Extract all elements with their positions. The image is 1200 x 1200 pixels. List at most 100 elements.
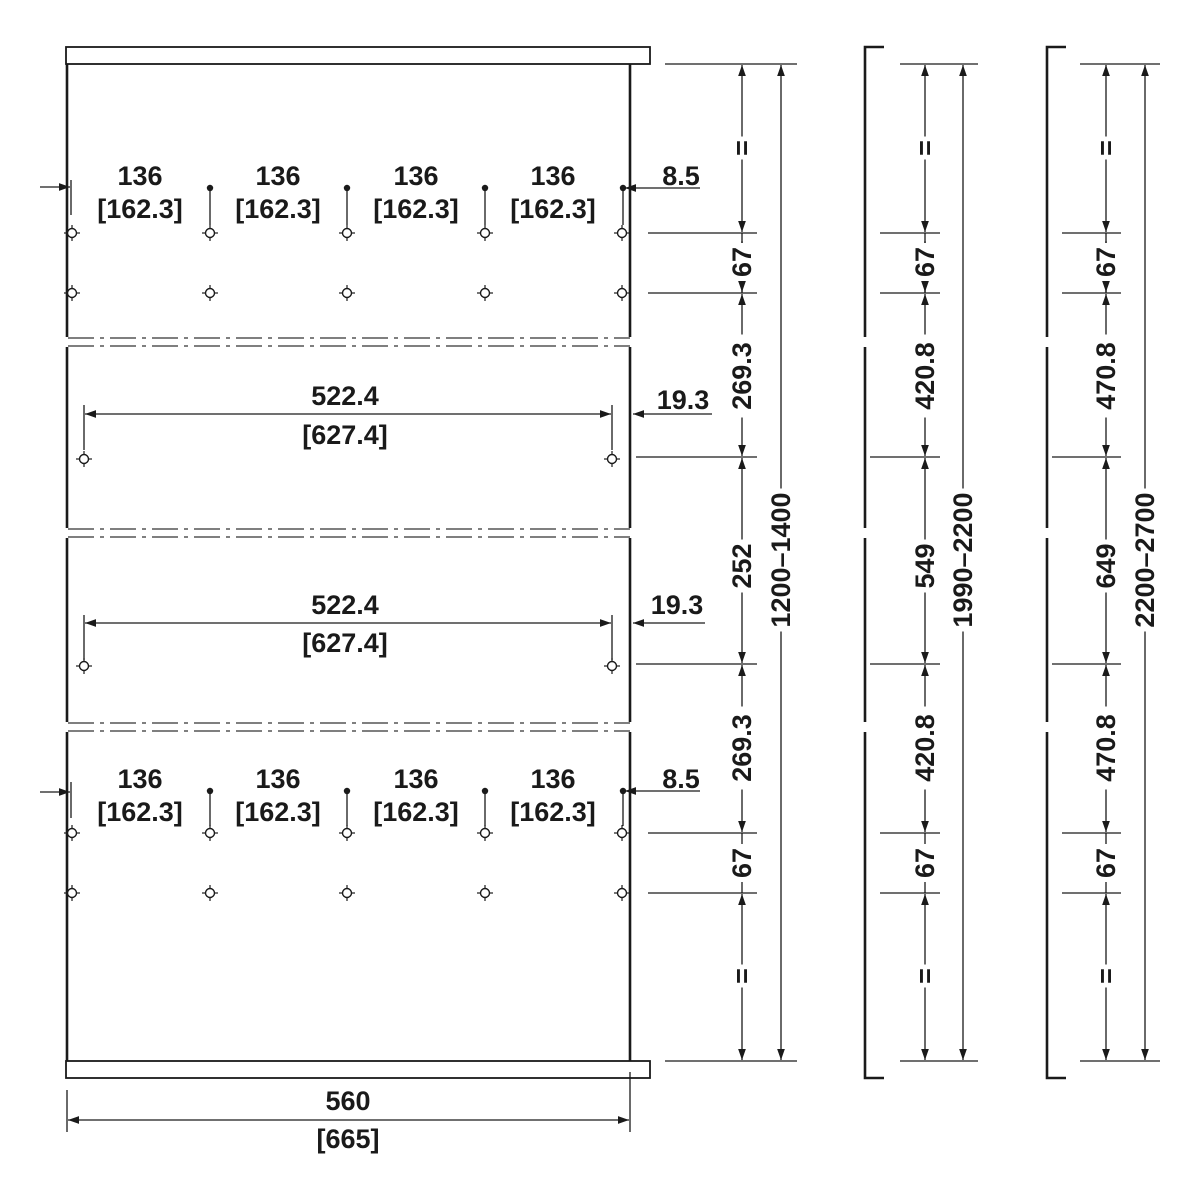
drill-hole [202, 825, 218, 841]
cabinet-outline-2 [863, 45, 884, 1080]
middle-lower-drill-holes [76, 658, 620, 674]
top-drill-holes [64, 225, 630, 301]
hole-pitch-top-label: 67 [910, 243, 940, 281]
bottom-edge-offset-label: 8.5 [662, 764, 700, 794]
overall-height-label: 2200–2700 [1130, 488, 1160, 632]
center-spacing-label: 649 [1091, 539, 1121, 593]
hole-pitch-bottom-label-text: 67 [1091, 848, 1121, 878]
equal-top-label-text: = [910, 140, 940, 156]
hole-pitch-bottom-label: 67 [727, 844, 757, 882]
middle-lower-hole-pair: 522.4 [627.4] 19.3 [76, 590, 705, 674]
equal-top-label-text: = [1091, 140, 1121, 156]
hole-pitch-bottom-label-text: 67 [727, 848, 757, 878]
bottom-pitch-label-1: 136 [117, 764, 162, 794]
hole-pitch-top-label-text: 67 [910, 247, 940, 277]
drill-hole [477, 825, 493, 841]
drill-hole [339, 285, 355, 301]
equal-top-label: = [910, 136, 940, 160]
center-spacing-label: 549 [910, 539, 940, 593]
drill-hole [64, 285, 80, 301]
center-spacing-label-text: 649 [1091, 543, 1121, 588]
middle-upper-span-alt-label: [627.4] [302, 420, 388, 450]
drill-hole [604, 451, 620, 467]
drill-hole [339, 825, 355, 841]
drill-hole [614, 825, 630, 841]
equal-top-label-text: = [727, 140, 757, 156]
drill-hole [76, 658, 92, 674]
bottom-hole-group: 136 [162.3] 136 [162.3] 136 [162.3] 136 … [40, 764, 700, 901]
center-spacing-label: 252 [727, 539, 757, 593]
hole-pitch-top-label-text: 67 [1091, 247, 1121, 277]
top-edge-offset-label: 8.5 [662, 161, 700, 191]
bottom-pitch-alt-label-4: [162.3] [510, 797, 596, 827]
equal-bottom-label-text: = [727, 968, 757, 984]
upper-spacing-label-text: 470.8 [1091, 342, 1121, 410]
drill-hole [76, 451, 92, 467]
middle-lower-span-label: 522.4 [311, 590, 379, 620]
lower-spacing-label: 470.8 [1091, 706, 1121, 790]
bottom-pitch-label-3: 136 [393, 764, 438, 794]
drill-hole [477, 225, 493, 241]
equal-bottom-label: = [1091, 964, 1121, 988]
drill-hole [614, 225, 630, 241]
drill-hole [64, 885, 80, 901]
upper-spacing-label: 269.3 [727, 334, 757, 418]
center-spacing-label-text: 252 [727, 543, 757, 588]
bottom-pitch-alt-label-2: [162.3] [235, 797, 321, 827]
upper-spacing-label-text: 420.8 [910, 342, 940, 410]
upper-spacing-label-text: 269.3 [727, 342, 757, 410]
overall-height-label: 1990–2200 [948, 488, 978, 632]
drill-hole [614, 285, 630, 301]
top-pitch-alt-label-1: [162.3] [97, 194, 183, 224]
top-hole-group: 136 [162.3] 136 [162.3] 136 [162.3] 136 … [40, 161, 700, 301]
height-column-3: = 67 470.8 649 470.8 67 = 2200–2700 [1052, 63, 1160, 1062]
middle-upper-span-label: 522.4 [311, 381, 379, 411]
height-dimension-columns: = 67 269.3 252 269.3 67 = 1200–1400 = 67 420.8 549 4… [636, 63, 1160, 1062]
width-alt-label: [665] [316, 1124, 379, 1154]
width-label: 560 [325, 1086, 370, 1116]
upper-spacing-label: 470.8 [1091, 334, 1121, 418]
middle-upper-edge-offset-label: 19.3 [657, 385, 710, 415]
bottom-pitch-label-4: 136 [530, 764, 575, 794]
bottom-pitch-alt-label-3: [162.3] [373, 797, 459, 827]
top-pitch-alt-label-3: [162.3] [373, 194, 459, 224]
bottom-drill-holes [64, 825, 630, 901]
drill-hole [202, 885, 218, 901]
drill-hole [64, 225, 80, 241]
cabinet-outline-3 [1045, 45, 1066, 1080]
top-pitch-label-2: 136 [255, 161, 300, 191]
drill-hole [64, 825, 80, 841]
equal-bottom-label: = [727, 964, 757, 988]
top-pitch-label-1: 136 [117, 161, 162, 191]
hole-pitch-top-label-text: 67 [727, 247, 757, 277]
overall-height-label: 1200–1400 [766, 488, 796, 632]
middle-upper-hole-pair: 522.4 [627.4] 19.3 [76, 381, 712, 467]
break-lines [68, 337, 630, 732]
equal-bottom-label-text: = [910, 968, 940, 984]
height-column-1: = 67 269.3 252 269.3 67 = 1200–1400 [636, 63, 797, 1062]
drill-hole [477, 285, 493, 301]
bottom-pitch-label-2: 136 [255, 764, 300, 794]
top-pitch-alt-label-4: [162.3] [510, 194, 596, 224]
drill-hole [604, 658, 620, 674]
bottom-pitch-alt-label-1: [162.3] [97, 797, 183, 827]
hole-pitch-bottom-label-text: 67 [910, 848, 940, 878]
drill-hole [339, 885, 355, 901]
top-pitch-alt-label-2: [162.3] [235, 194, 321, 224]
drill-hole [202, 285, 218, 301]
drill-hole [202, 225, 218, 241]
lower-spacing-label: 420.8 [910, 706, 940, 790]
lower-spacing-label-text: 269.3 [727, 714, 757, 782]
equal-top-label: = [727, 136, 757, 160]
hole-pitch-bottom-label: 67 [910, 844, 940, 882]
equal-bottom-label: = [910, 964, 940, 988]
hole-pitch-bottom-label: 67 [1091, 844, 1121, 882]
equal-top-label: = [1091, 136, 1121, 160]
middle-upper-drill-holes [76, 451, 620, 467]
middle-lower-span-alt-label: [627.4] [302, 628, 388, 658]
drill-hole [339, 225, 355, 241]
center-spacing-label-text: 549 [910, 543, 940, 588]
upper-spacing-label: 420.8 [910, 334, 940, 418]
drill-hole [477, 885, 493, 901]
